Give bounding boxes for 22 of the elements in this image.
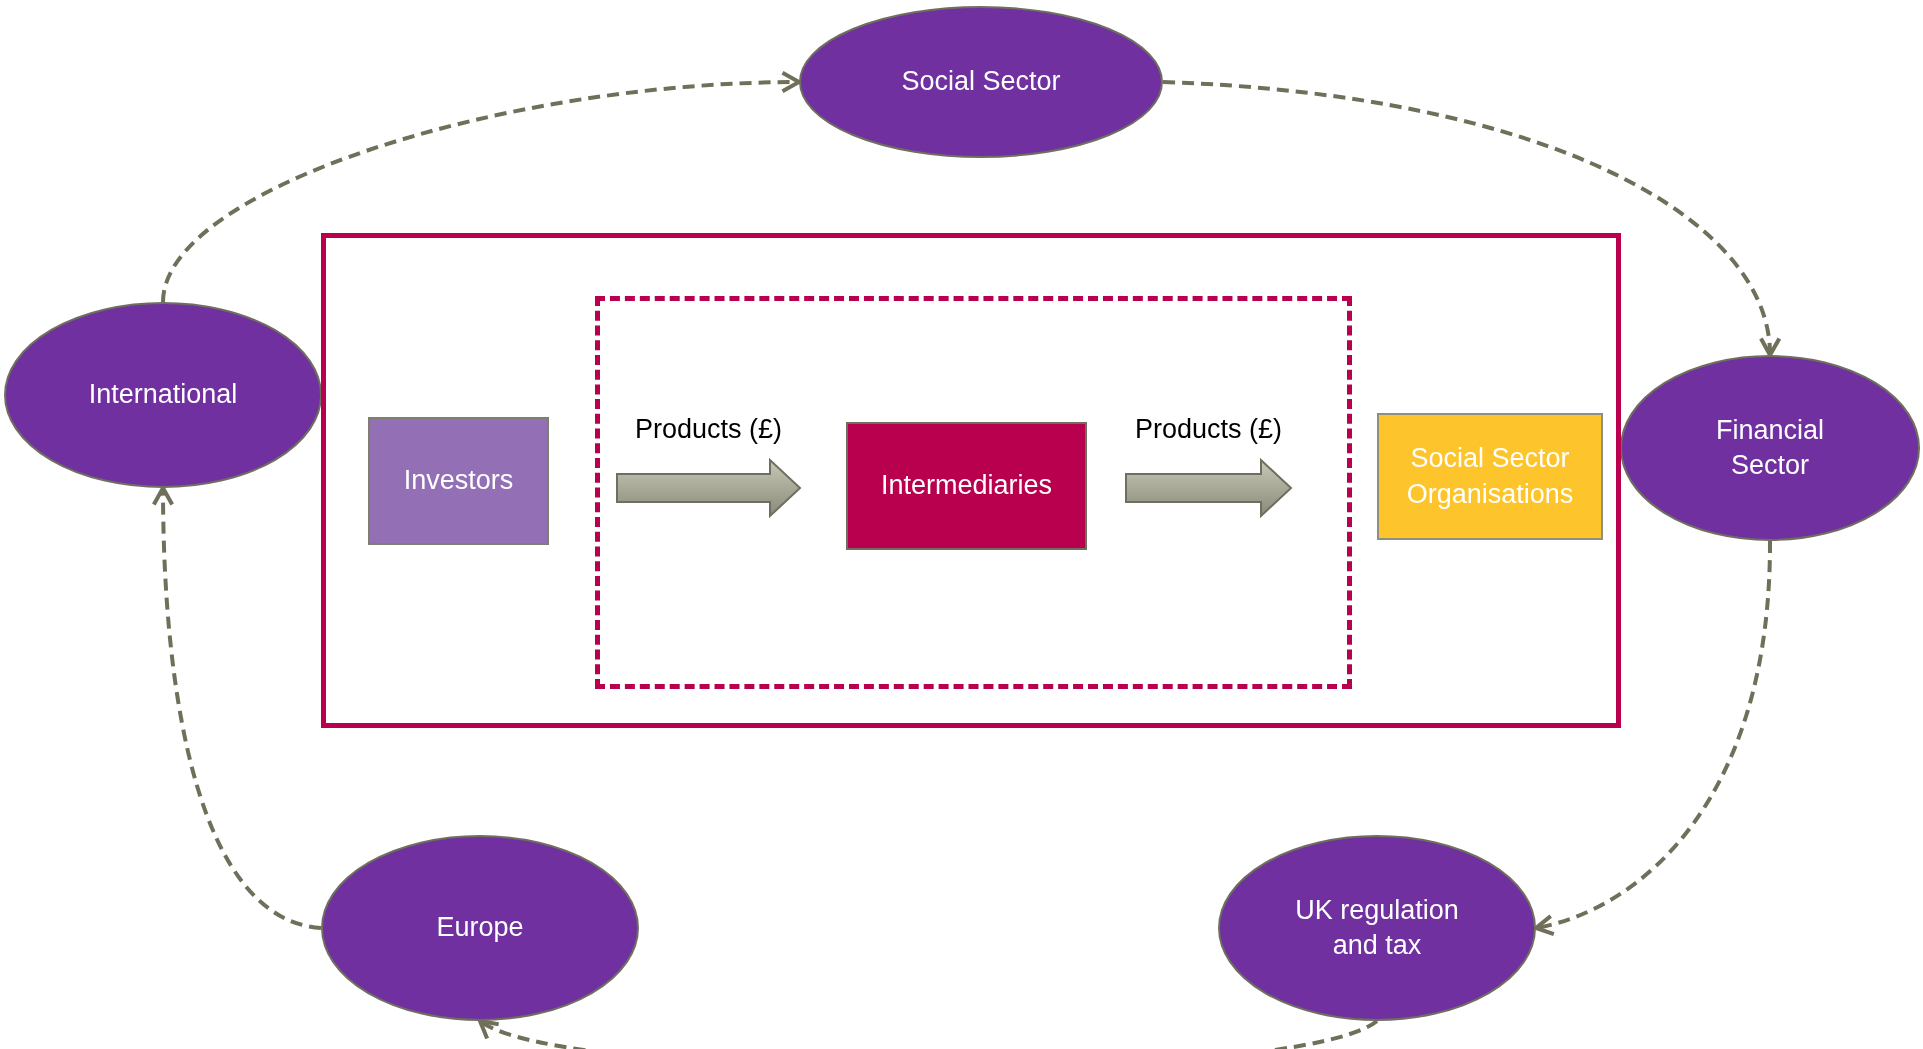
dashed-arrow [1162,80,1779,357]
node-label: Intermediaries [879,469,1054,503]
node-label: Social Sector [901,65,1061,99]
dashed-arrow [161,71,801,303]
process-box [368,417,549,545]
ellipse-node [1620,355,1920,541]
ellipse-node [1218,835,1536,1021]
block-arrow [616,457,802,519]
node-label: Financial Sector [1714,413,1826,482]
node-label: Europe [436,911,524,945]
node-label: International [88,378,238,412]
dashed-arrow [152,486,322,930]
node-label: Investors [402,464,515,498]
process-box [1377,413,1603,540]
ellipse-node [799,6,1163,158]
node-label: UK regulation and tax [1294,893,1460,962]
frame-box [321,233,1621,728]
ellipse-node [4,302,322,488]
process-box [846,422,1087,550]
ellipse-node [321,835,639,1021]
block-arrow [1125,457,1293,519]
node-label: Social Sector Organisations [1405,442,1575,511]
